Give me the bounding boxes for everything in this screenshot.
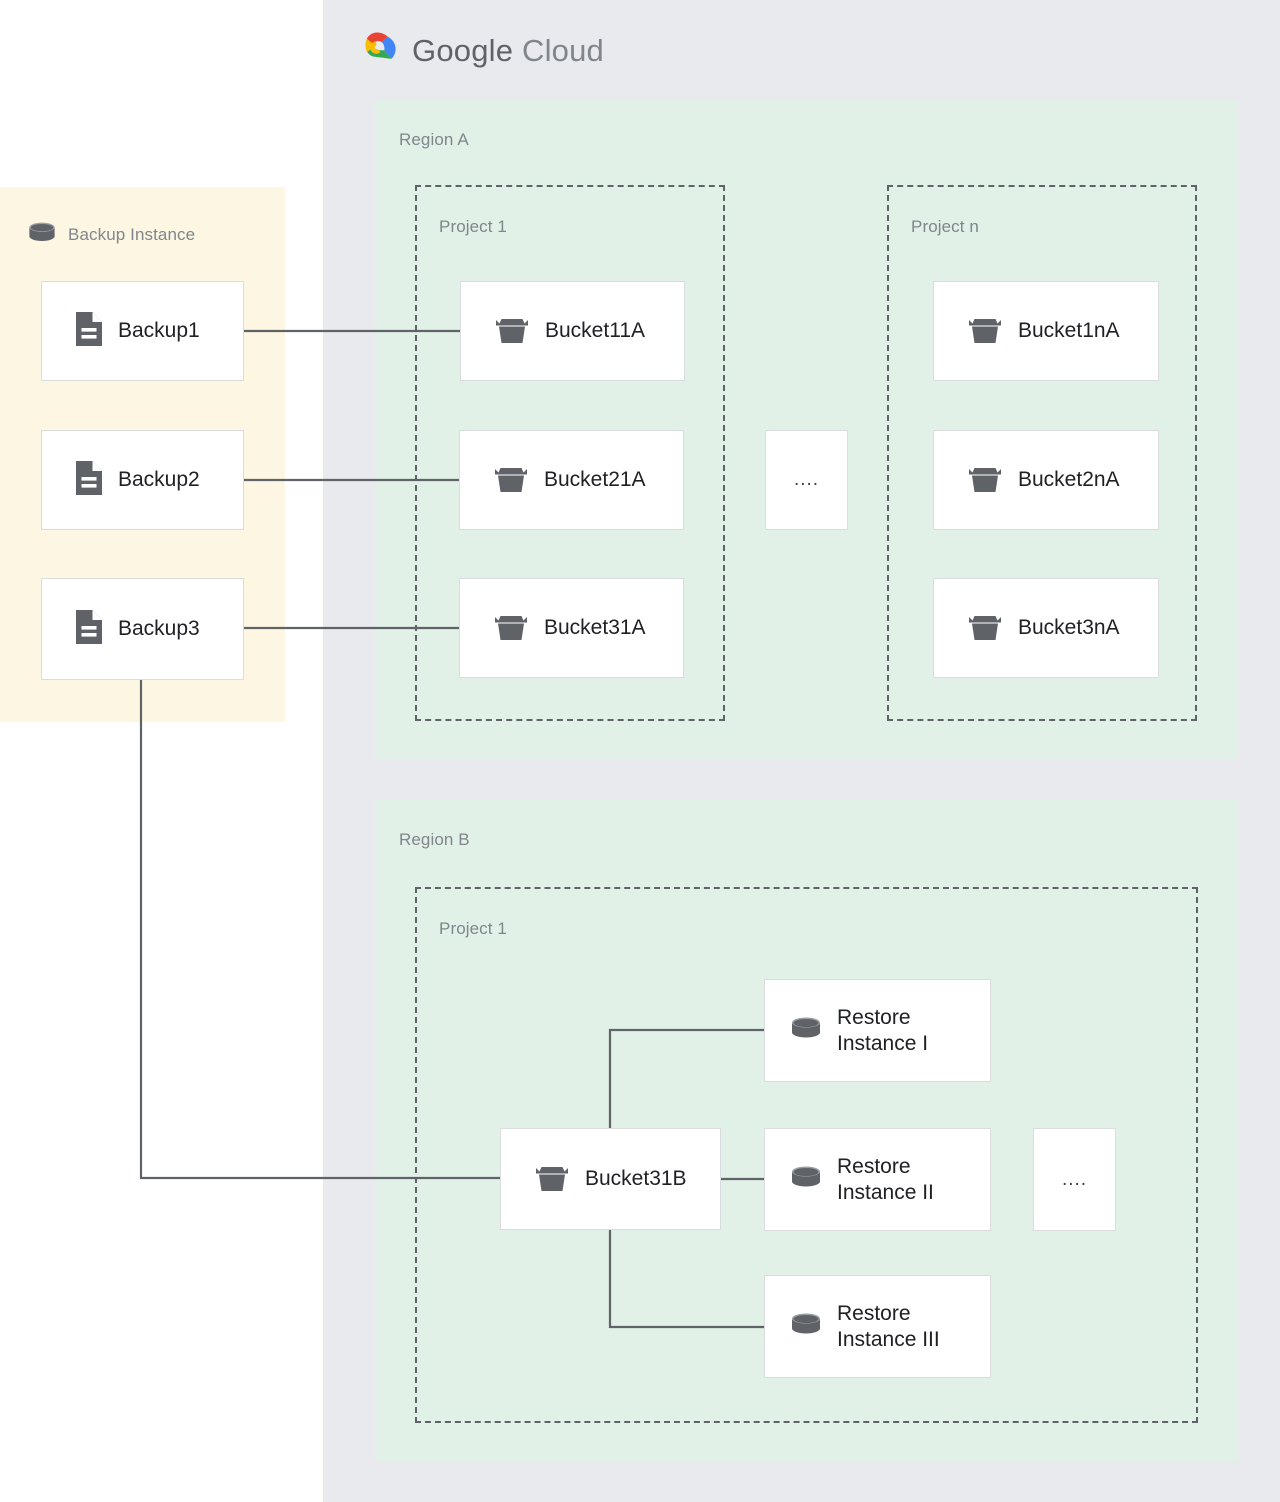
region-a-label: Region A (399, 130, 469, 149)
node-ellipsis-region-b: .... (1033, 1128, 1116, 1231)
region-b-label: Region B (399, 830, 470, 849)
node-bucket31a[interactable]: Bucket31A (459, 578, 684, 678)
project-1-region-a-box: Project 1 (415, 185, 725, 721)
node-backup1[interactable]: Backup1 (41, 281, 244, 381)
node-restore-instance-1[interactable]: Restore Instance I (764, 979, 991, 1082)
node-label: Restore Instance II (837, 1154, 934, 1204)
database-cylinder-icon (789, 1309, 823, 1344)
node-bucket31b[interactable]: Bucket31B (500, 1128, 721, 1230)
node-bucket1na[interactable]: Bucket1nA (933, 281, 1159, 381)
node-restore-instance-3[interactable]: Restore Instance III (764, 1275, 991, 1378)
backup-instance-header: Backup Instance (27, 219, 195, 250)
bucket-icon (492, 461, 530, 500)
project-1-region-a-label: Project 1 (439, 217, 507, 236)
node-label: Bucket11A (545, 319, 646, 343)
document-icon (74, 311, 104, 352)
node-label: Backup1 (118, 319, 200, 343)
database-cylinder-icon (789, 1162, 823, 1197)
node-bucket3na[interactable]: Bucket3nA (933, 578, 1159, 678)
node-ellipsis-region-a: .... (765, 430, 848, 530)
node-label: Restore Instance III (837, 1301, 940, 1351)
node-label: Restore Instance I (837, 1005, 929, 1055)
node-label: Backup2 (118, 468, 200, 492)
document-icon (74, 609, 104, 650)
node-bucket21a[interactable]: Bucket21A (459, 430, 684, 530)
backup-instance-title: Backup Instance (68, 224, 196, 244)
bucket-icon (966, 461, 1004, 500)
node-label: Bucket21A (544, 468, 646, 492)
google-cloud-wordmark: Google Cloud (412, 32, 604, 68)
node-label: Bucket31B (585, 1167, 687, 1191)
node-bucket11a[interactable]: Bucket11A (460, 281, 685, 381)
project-1-region-b-label: Project 1 (439, 919, 507, 938)
database-cylinder-icon (27, 219, 57, 250)
node-label: Backup3 (118, 617, 200, 641)
node-label: Bucket2nA (1018, 468, 1120, 492)
bucket-icon (493, 312, 531, 351)
bucket-icon (533, 1160, 571, 1199)
database-cylinder-icon (789, 1013, 823, 1048)
node-label: Bucket1nA (1018, 319, 1120, 343)
bucket-icon (966, 312, 1004, 351)
ellipsis-label: .... (793, 469, 820, 491)
node-label: Bucket3nA (1018, 616, 1120, 640)
bucket-icon (492, 609, 530, 648)
project-n-region-a-label: Project n (911, 217, 979, 236)
project-n-region-a-box: Project n (887, 185, 1197, 721)
google-cloud-logo-icon (355, 30, 399, 71)
google-cloud-logo: Google Cloud (355, 30, 604, 71)
ellipsis-label: .... (1061, 1168, 1088, 1190)
node-backup3[interactable]: Backup3 (41, 578, 244, 680)
document-icon (74, 460, 104, 501)
node-restore-instance-2[interactable]: Restore Instance II (764, 1128, 991, 1231)
node-bucket2na[interactable]: Bucket2nA (933, 430, 1159, 530)
node-label: Bucket31A (544, 616, 646, 640)
node-backup2[interactable]: Backup2 (41, 430, 244, 530)
bucket-icon (966, 609, 1004, 648)
